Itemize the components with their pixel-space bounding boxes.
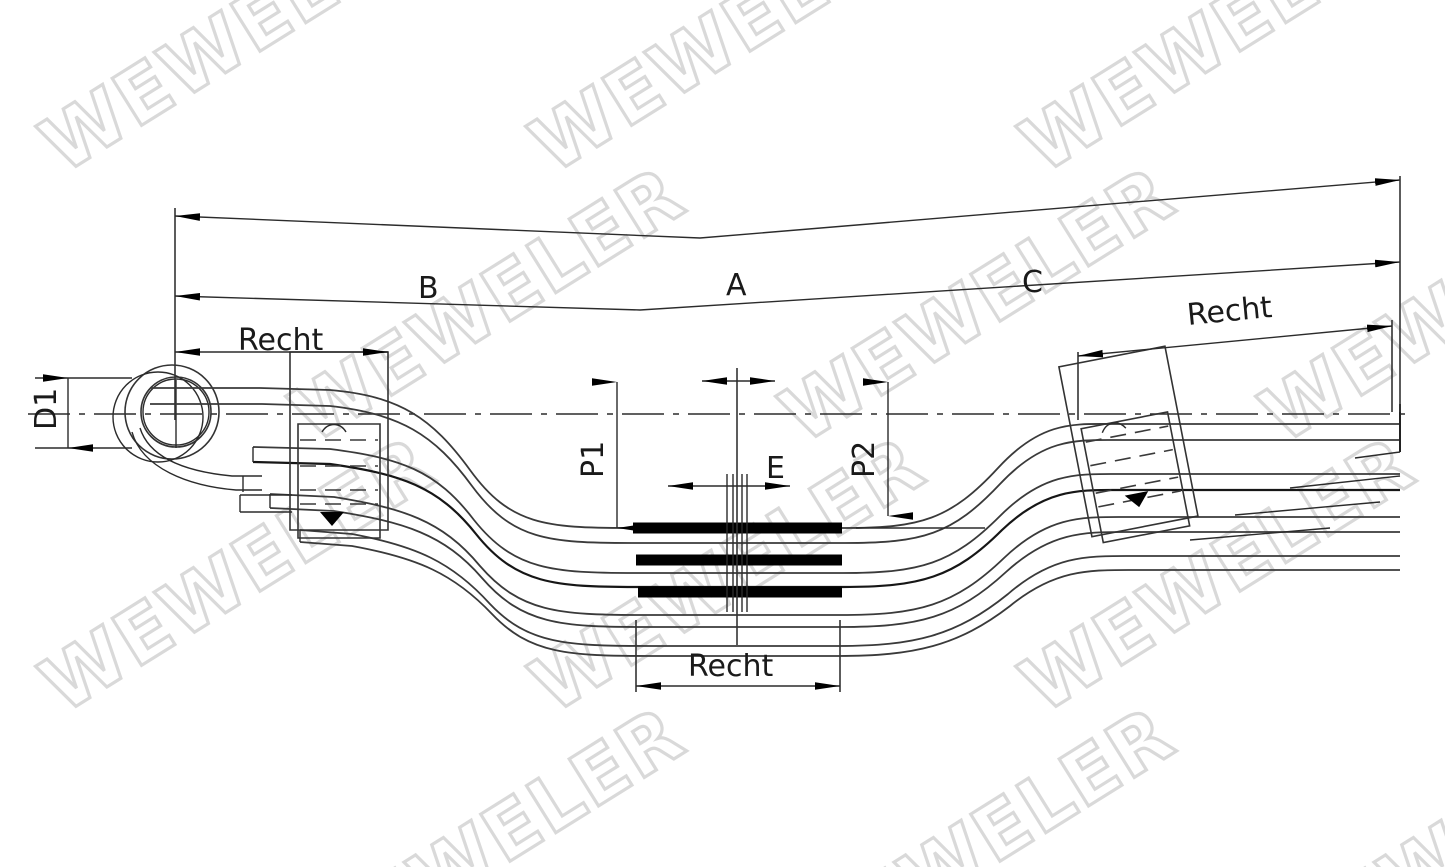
dimension-recht-right: Recht — [1077, 290, 1393, 420]
dim-label-b: B — [418, 271, 439, 306]
leaf-2-top-edge — [252, 446, 1400, 574]
right-clamp-triangle-marker — [1124, 491, 1149, 508]
dimension-recht-left: Recht — [175, 323, 388, 358]
right-clamp-bump-detail — [1101, 422, 1127, 434]
spring-eye-outer-circle — [124, 364, 220, 460]
dim-label-p2: P2 — [847, 441, 882, 478]
leaf-3 — [269, 493, 1400, 628]
dim-label-a: A — [726, 268, 747, 303]
right-end-taper-3 — [1234, 501, 1381, 516]
dim-label-d1: D1 — [29, 388, 64, 430]
dimension-b: B C — [174, 259, 1401, 311]
leaf-1-eye-roll-tail — [139, 427, 262, 477]
dimension-p1: P1 — [576, 378, 642, 532]
right-clamp-hidden-4 — [1098, 490, 1181, 508]
spring-eye-left — [112, 364, 220, 463]
dim-label-recht-right: Recht — [1185, 290, 1273, 333]
leaf-2 — [252, 446, 1400, 589]
dim-a-line — [174, 178, 1401, 239]
leaf-1-eye-roll-tail-outer — [131, 431, 262, 491]
leaf-2-bottom-edge — [252, 460, 1400, 589]
leaf-4 — [299, 529, 1400, 657]
dimension-p2: P2 — [847, 378, 985, 529]
dim-label-recht-left: Recht — [238, 323, 323, 358]
spring-eye-roll-profile — [112, 371, 204, 463]
center-bolt-group — [726, 368, 748, 645]
leaf-3-bottom-edge — [269, 507, 1400, 628]
left-clamp-bump-detail — [321, 423, 347, 433]
left-clamp-inner — [297, 423, 381, 539]
dim-label-e: E — [766, 451, 785, 486]
right-end-taper-2 — [1289, 475, 1401, 489]
dim-label-p1: P1 — [576, 441, 611, 478]
leaf-4-top-edge — [299, 529, 1400, 647]
left-clamp-triangle-marker — [320, 512, 344, 526]
leaf-3-top-edge — [269, 493, 1400, 616]
right-clamp-hidden-3 — [1095, 476, 1179, 494]
right-clamp-hidden-1 — [1085, 425, 1169, 443]
dim-label-recht-bottom: Recht — [688, 649, 773, 684]
leaf-4-bottom-edge — [299, 541, 1400, 657]
right-clamp-hidden-2 — [1090, 448, 1173, 467]
dim-label-c: C — [1022, 265, 1043, 300]
leaf-1-bottom-edge — [150, 403, 1400, 544]
right-clamp-inner — [1080, 411, 1191, 544]
recht-right-dim-line — [1077, 324, 1393, 358]
dim-b-line — [174, 259, 1401, 311]
right-end-taper-4 — [1189, 527, 1331, 541]
dimension-recht-bottom: Recht — [635, 620, 841, 692]
dimension-d1: D1 — [29, 374, 132, 452]
dimension-e: E — [668, 377, 790, 490]
right-end-taper-1 — [1354, 451, 1401, 459]
